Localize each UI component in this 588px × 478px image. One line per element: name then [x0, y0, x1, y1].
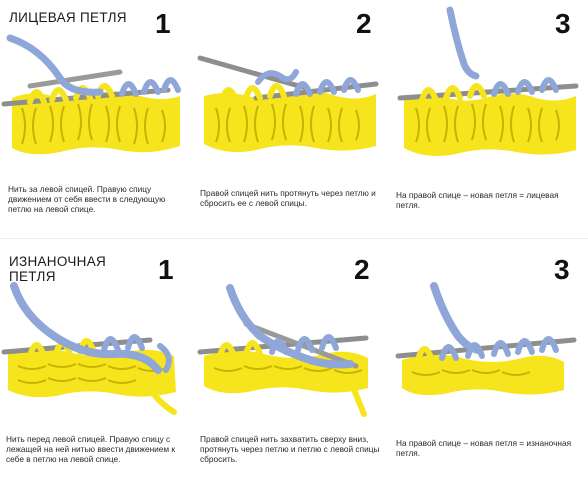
stitch-loops: [27, 334, 172, 373]
right-needle: [197, 55, 309, 91]
knit-step-2-number: 2: [356, 8, 372, 39]
knitted-fabric: [402, 354, 564, 396]
working-yarn: [430, 282, 482, 354]
purl-step-3-number: 3: [554, 254, 570, 285]
stitch-loops: [219, 77, 361, 103]
working-yarn: [255, 69, 299, 85]
knitted-fabric: [404, 93, 576, 156]
working-yarn: [226, 284, 354, 369]
working-yarn: [6, 34, 104, 96]
knitted-fabric: [12, 91, 180, 155]
knit-step-1-number: 1: [155, 8, 171, 39]
section-divider: [0, 238, 588, 239]
knit-step-3-illustration: [397, 6, 579, 156]
working-yarn: [446, 6, 480, 80]
purl-step-2-number: 2: [354, 254, 370, 285]
knit-step-3-caption: На правой спице – новая петля = лицевая …: [396, 190, 559, 211]
knitted-fabric: [204, 91, 376, 152]
knit-step-2-caption: Правой спицей нить протянуть через петлю…: [200, 188, 376, 209]
knitted-fabric: [8, 348, 177, 415]
stitch-loops: [419, 77, 559, 103]
knit-section-title: ЛИЦЕВАЯ ПЕТЛЯ: [9, 10, 127, 25]
knit-step-3-number: 3: [555, 8, 571, 39]
purl-step-2-caption: Правой спицей нить захватить сверху вниз…: [200, 434, 380, 465]
knit-step-1-caption: Нить за левой спицей. Правую спицу движе…: [8, 184, 166, 215]
needle: [397, 83, 579, 101]
purl-section-title: ИЗНАНОЧНАЯ ПЕТЛЯ: [9, 254, 107, 284]
purl-step-2-illustration: [197, 284, 369, 417]
purl-step-1-illustration: [1, 282, 177, 415]
working-yarn: [10, 282, 162, 374]
right-needle: [27, 69, 123, 89]
purl-step-1-caption: Нить перед левой спицей. Правую спицу с …: [6, 434, 176, 465]
purl-step-3-illustration: [395, 282, 577, 396]
purl-step-3-caption: На правой спице – новая петля = изнаночн…: [396, 438, 572, 459]
knit-step-1-illustration: [1, 34, 181, 155]
purl-step-1-number: 1: [158, 254, 174, 285]
knit-step-2-illustration: [197, 55, 379, 152]
